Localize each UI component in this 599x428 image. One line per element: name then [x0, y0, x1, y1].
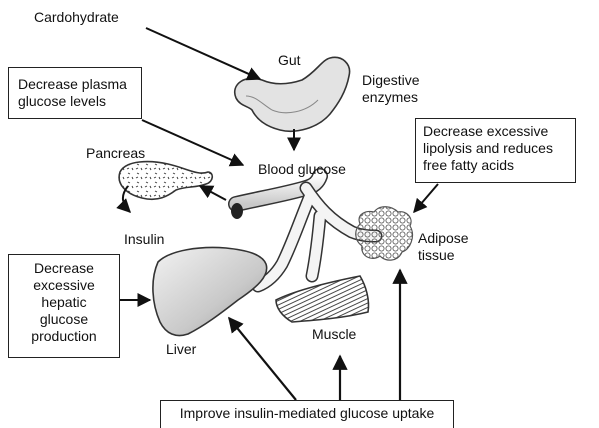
box-decrease-plasma-glucose: Decrease plasma glucose levels: [8, 67, 142, 119]
box-improve-insulin-uptake: Improve insulin-mediated glucose uptake: [160, 400, 454, 428]
box-decrease-hepatic-glucose: Decrease excessive hepatic glucose produ…: [8, 254, 120, 358]
box-hepatic-line1: Decrease: [9, 260, 119, 277]
box-uptake-text: Improve insulin-mediated glucose uptake: [161, 405, 453, 422]
label-liver: Liver: [166, 341, 196, 358]
adipose-organ: [356, 207, 413, 260]
label-muscle: Muscle: [312, 326, 356, 343]
liver-organ: [153, 248, 267, 336]
label-pancreas: Pancreas: [86, 145, 145, 162]
box-plasma-line2: glucose levels: [18, 93, 141, 110]
muscle-organ: [276, 276, 369, 322]
box-hepatic-line3: hepatic: [9, 294, 119, 311]
box-decrease-lipolysis: Decrease excessive lipolysis and reduces…: [415, 118, 576, 183]
box-hepatic-line4: glucose: [9, 311, 119, 328]
box-lipolysis-line1: Decrease excessive: [423, 123, 575, 140]
box-hepatic-line2: excessive: [9, 277, 119, 294]
label-digestive-enzymes: Digestive enzymes: [362, 72, 420, 106]
arrow-uptake-to-liver: [229, 318, 296, 400]
label-adipose-line1: Adipose: [418, 230, 469, 247]
box-plasma-line1: Decrease plasma: [18, 76, 141, 93]
label-digestive-line1: Digestive: [362, 72, 420, 89]
arrow-lipolysis-box: [414, 184, 438, 212]
label-gut: Gut: [278, 52, 301, 69]
label-adipose-line2: tissue: [418, 247, 469, 264]
box-lipolysis-line2: lipolysis and reduces: [423, 140, 575, 157]
box-lipolysis-line3: free fatty acids: [423, 157, 575, 174]
label-adipose-tissue: Adipose tissue: [418, 230, 469, 264]
arrow-carbohydrate-to-gut: [146, 28, 260, 79]
label-carbohydrate: Cardohydrate: [34, 9, 119, 26]
pancreas-organ: [119, 162, 212, 200]
label-digestive-line2: enzymes: [362, 89, 420, 106]
label-blood-glucose: Blood glucose: [258, 161, 346, 178]
label-insulin: Insulin: [124, 231, 164, 248]
arrow-plasma-box: [142, 120, 243, 165]
arrow-blood-to-pancreas: [200, 186, 226, 200]
box-hepatic-line5: production: [9, 328, 119, 345]
